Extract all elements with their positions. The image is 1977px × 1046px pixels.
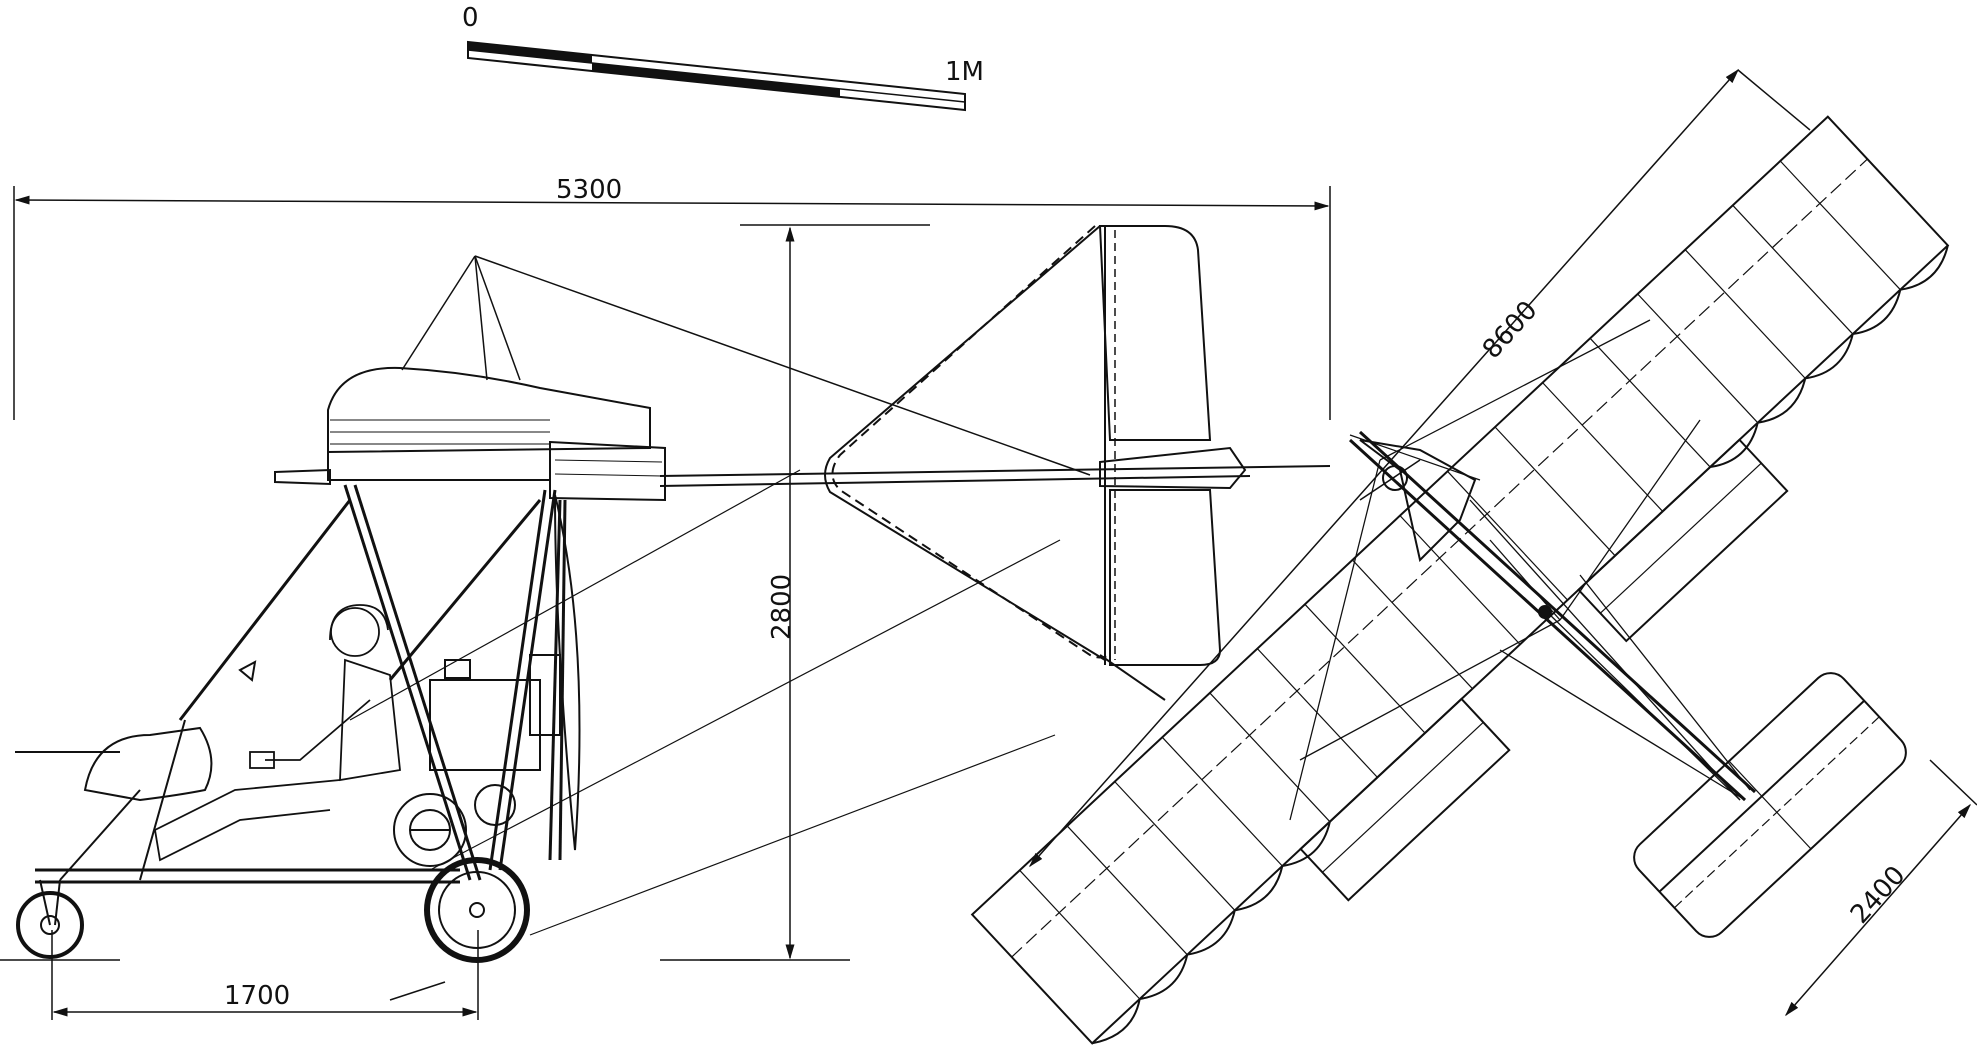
wheelbase-label: 1700 xyxy=(224,981,290,1011)
rigging-wires xyxy=(349,469,1061,936)
height-label: 2800 xyxy=(767,574,797,640)
wing-side xyxy=(327,366,666,502)
wingspan-label: 8600 xyxy=(1477,295,1544,364)
main-wing-top xyxy=(970,115,1950,1045)
wingspan-dimension xyxy=(1029,68,1811,868)
chord-dimension xyxy=(1785,759,1977,1017)
tail-side xyxy=(824,225,1247,701)
tail-top xyxy=(1633,672,1907,938)
chord-label: 2400 xyxy=(1845,860,1912,929)
landing-gear xyxy=(16,719,530,963)
nose-fairing xyxy=(15,660,257,802)
scale-zero-label: 0 xyxy=(462,3,479,33)
bracing-wires xyxy=(1289,319,1751,821)
fuselage-top xyxy=(1348,430,1757,802)
propeller xyxy=(529,494,581,851)
length-label: 5300 xyxy=(556,175,622,205)
hub-marker xyxy=(1538,605,1552,619)
scale-end-label: 1M xyxy=(945,57,984,87)
pilot-figure xyxy=(154,604,401,862)
wheelbase-dimension xyxy=(0,930,760,1020)
length-dimension xyxy=(13,186,1331,420)
scale-bar: 0 1M xyxy=(462,3,984,112)
king-post xyxy=(401,255,1091,476)
top-view: 8600 2400 xyxy=(970,68,1977,1045)
